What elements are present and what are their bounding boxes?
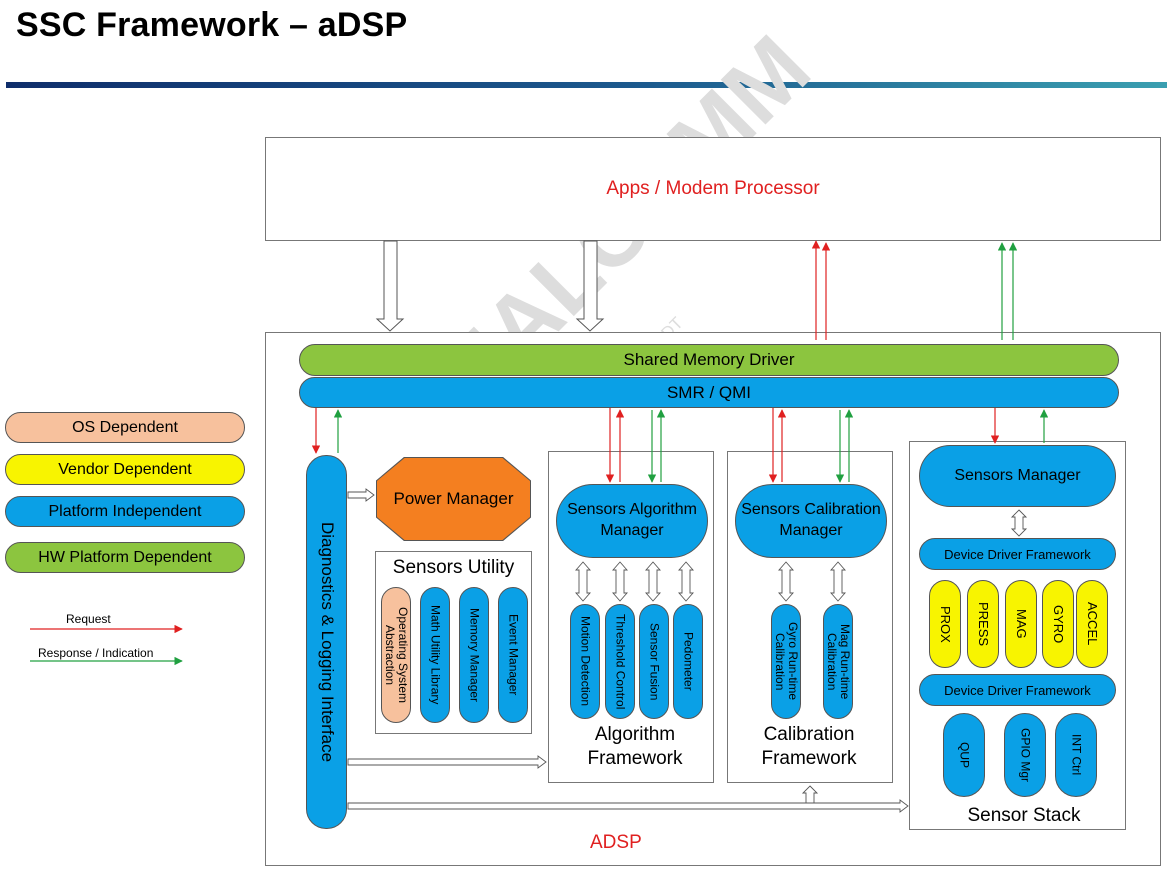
apps-modem-processor-label: Apps / Modem Processor	[606, 178, 820, 199]
shared-memory-driver-bar: Shared Memory Driver	[299, 344, 1119, 376]
sensors-algorithm-manager: Sensors Algorithm Manager	[556, 484, 708, 558]
sensor-prox: PROX	[929, 580, 961, 668]
page-title: SSC Framework – aDSP	[16, 6, 408, 44]
legend-vendor-dependent: Vendor Dependent	[5, 454, 245, 485]
os-abstraction: Operating System Abstraction	[381, 587, 411, 723]
power-manager: Power Manager	[377, 458, 530, 540]
apps-modem-processor-box: Apps / Modem Processor	[265, 137, 1161, 241]
motion-detection: Motion Detection	[570, 604, 600, 719]
threshold-control: Threshold Control	[605, 604, 635, 719]
sensor-fusion: Sensor Fusion	[639, 604, 669, 719]
sensor-mag: MAG	[1005, 580, 1037, 668]
title-divider	[6, 82, 1167, 88]
sensors-manager: Sensors Manager	[919, 445, 1116, 507]
gpio-manager: GPIO Mgr	[1004, 713, 1046, 797]
pedometer: Pedometer	[673, 604, 703, 719]
legend-request-label: Request	[66, 612, 111, 626]
int-ctrl: INT Ctrl	[1055, 713, 1097, 797]
calibration-framework-title: Calibration Framework	[761, 724, 857, 769]
math-utility-library: Math Utility Library	[420, 587, 450, 723]
sensor-accel: ACCEL	[1076, 580, 1108, 668]
hollow-arrow-left	[375, 240, 405, 332]
device-driver-framework-top: Device Driver Framework	[919, 538, 1116, 570]
hollow-arrow-right	[575, 240, 605, 332]
sensors-calibration-manager: Sensors Calibration Manager	[735, 484, 887, 558]
algorithm-framework-title: Algorithm Framework	[587, 724, 683, 769]
sensor-press: PRESS	[967, 580, 999, 668]
device-driver-framework-bottom: Device Driver Framework	[919, 674, 1116, 706]
event-manager: Event Manager	[498, 587, 528, 723]
memory-manager: Memory Manager	[459, 587, 489, 723]
legend-os-dependent: OS Dependent	[5, 412, 245, 443]
legend-hw-platform-dependent: HW Platform Dependent	[5, 542, 245, 573]
legend-response-label: Response / Indication	[38, 646, 154, 660]
legend-platform-independent: Platform Independent	[5, 496, 245, 527]
gyro-runtime-calibration: Gyro Run-time Calibration	[771, 604, 801, 719]
smr-qmi-bar: SMR / QMI	[299, 377, 1119, 408]
qup: QUP	[943, 713, 985, 797]
diagnostics-logging-interface: Diagnostics & Logging Interface	[306, 455, 347, 829]
sensors-utility-title: Sensors Utility	[392, 557, 515, 578]
sensor-gyro: GYRO	[1042, 580, 1074, 668]
sensor-stack-title: Sensor Stack	[967, 805, 1081, 826]
mag-runtime-calibration: Mag Run-time Calibration	[823, 604, 853, 719]
adsp-label: ADSP	[590, 832, 642, 853]
